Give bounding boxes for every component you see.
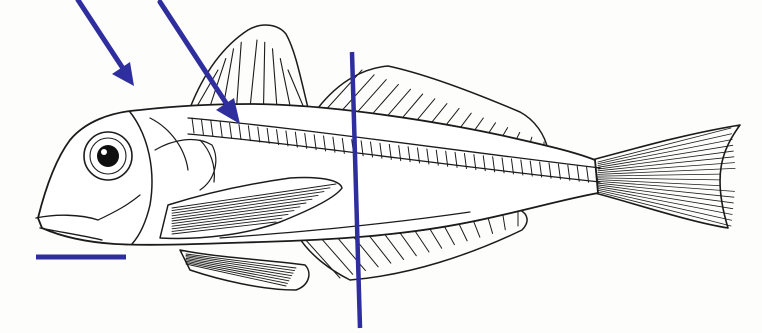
fin-ray (598, 188, 732, 214)
fin-ray (186, 257, 293, 273)
fin-ray (598, 178, 720, 180)
fin-ray (250, 40, 257, 108)
fin-ray (598, 151, 733, 169)
fin-ray (598, 174, 720, 176)
fin-ray (288, 70, 304, 108)
caudal-fin (592, 125, 740, 228)
fin-ray (598, 128, 731, 162)
caudal-fin-rays (598, 128, 735, 226)
first-dorsal-fin (190, 25, 308, 108)
fin-ray (280, 59, 290, 108)
fin-ray (598, 192, 731, 226)
fin-ray (186, 261, 289, 281)
fin-ray (273, 49, 278, 108)
fin-ray (237, 42, 242, 108)
fin-ray (503, 214, 506, 230)
fin-ray (319, 236, 352, 274)
pelvic-fin (180, 250, 309, 290)
arrow-annotation (78, 0, 134, 86)
fin-ray (335, 234, 366, 270)
fish-body (36, 104, 598, 245)
fin-ray (264, 42, 265, 108)
first-dorsal-fin-rays (196, 40, 304, 108)
